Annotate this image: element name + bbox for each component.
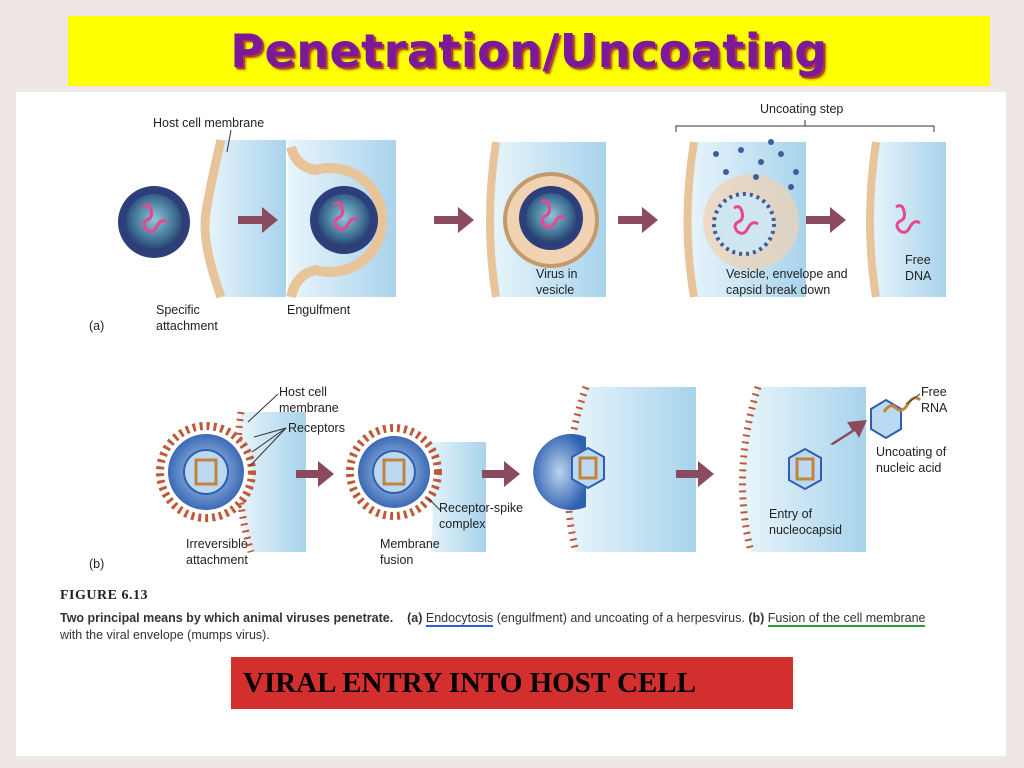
label-vesicle-2: capsid break down xyxy=(726,283,830,297)
panel-b-leaders xyxy=(247,393,921,511)
label-irreversible-1: Irreversible xyxy=(186,537,248,551)
free-dna xyxy=(895,204,921,234)
label-host-cell-membrane: Host cell membrane xyxy=(153,116,264,130)
label-virus-1: Virus in xyxy=(536,267,578,281)
host-cell-membrane-b4 xyxy=(738,385,762,553)
host-cell-region-b1 xyxy=(237,412,306,552)
caption-lead: Two principal means by which animal viru… xyxy=(60,611,394,625)
slide-title: Penetration/Uncoating xyxy=(230,24,828,78)
label-receptors: Receptors xyxy=(288,421,345,435)
uncoating-step-bracket xyxy=(675,120,935,132)
label-specific-2: attachment xyxy=(156,319,218,333)
label-receptor-spike-1: Receptor-spike xyxy=(439,501,523,515)
label-specific-1: Specific xyxy=(156,303,200,317)
uncoating-nucleocapsid xyxy=(870,396,922,440)
leader-host-cell-membrane xyxy=(226,129,232,153)
label-panel-a: (a) xyxy=(89,319,104,333)
caption-b-underlined: Fusion of the cell membrane xyxy=(767,611,926,627)
figure-panel: Host cell membrane Uncoating step Specif… xyxy=(16,92,1006,756)
label-host-cell-b-2: membrane xyxy=(279,401,339,415)
viral-entry-banner: VIRAL ENTRY INTO HOST CELL xyxy=(231,657,793,709)
figure-number: FIGURE 6.13 xyxy=(60,588,148,603)
herpesvirus-engulfed xyxy=(310,186,378,254)
nucleocapsid-entering xyxy=(788,447,822,491)
engulfment-membrane xyxy=(286,145,388,299)
label-engulfment: Engulfment xyxy=(287,303,351,317)
penetration-diagram: Host cell membrane Uncoating step Specif… xyxy=(89,102,948,571)
panel-a: Host cell membrane Uncoating step Specif… xyxy=(89,102,946,333)
label-entry-2: nucleocapsid xyxy=(769,523,842,537)
panel-b-arrows xyxy=(296,420,867,487)
title-bar: Penetration/Uncoating xyxy=(68,16,990,86)
label-uncoating-step: Uncoating step xyxy=(760,102,843,116)
host-cell-region-5 xyxy=(870,142,946,297)
label-virus-2: vesicle xyxy=(536,283,574,297)
mumps-virus-attaching xyxy=(156,422,256,522)
label-uncoating-1: Uncoating of xyxy=(876,445,947,459)
breaking-vesicle xyxy=(703,139,799,270)
label-panel-b: (b) xyxy=(89,557,104,571)
label-free-dna-2: DNA xyxy=(905,269,932,283)
caption-a-marker: (a) xyxy=(407,611,423,625)
host-cell-membrane-4 xyxy=(683,141,698,298)
host-cell-membrane-5 xyxy=(866,141,880,298)
figure-caption: Two principal means by which animal viru… xyxy=(60,610,940,644)
label-receptor-spike-2: complex xyxy=(439,517,486,531)
host-cell-membrane-3 xyxy=(486,141,500,298)
label-free-dna-1: Free xyxy=(905,253,931,267)
mumps-virus-fusing xyxy=(346,424,442,520)
label-membrane-fusion-1: Membrane xyxy=(380,537,440,551)
panel-b: Host cell membrane Receptors Receptor-sp… xyxy=(89,385,948,571)
host-cell-membrane-1 xyxy=(200,138,226,299)
banner-text: VIRAL ENTRY INTO HOST CELL xyxy=(243,666,696,699)
caption-a-underlined: Endocytosis xyxy=(425,611,494,627)
label-free-rna-1: Free xyxy=(921,385,947,399)
caption-b-rest: with the viral envelope (mumps virus). xyxy=(60,628,270,642)
herpesvirus-attaching xyxy=(118,186,190,258)
label-uncoating-2: nucleic acid xyxy=(876,461,941,475)
host-cell-region-b3 xyxy=(568,387,696,552)
mumps-virus-fused xyxy=(533,434,605,510)
label-host-cell-b-1: Host cell xyxy=(279,385,327,399)
caption-b-marker: (b) xyxy=(748,611,765,625)
panel-a-arrows xyxy=(238,207,846,233)
label-irreversible-2: attachment xyxy=(186,553,248,567)
label-free-rna-2: RNA xyxy=(921,401,948,415)
label-membrane-fusion-2: fusion xyxy=(380,553,413,567)
label-vesicle-1: Vesicle, envelope and xyxy=(726,267,848,281)
virus-in-vesicle xyxy=(503,172,599,268)
label-entry-1: Entry of xyxy=(769,507,813,521)
caption-a-rest: (engulfment) and uncoating of a herpesvi… xyxy=(493,611,745,625)
